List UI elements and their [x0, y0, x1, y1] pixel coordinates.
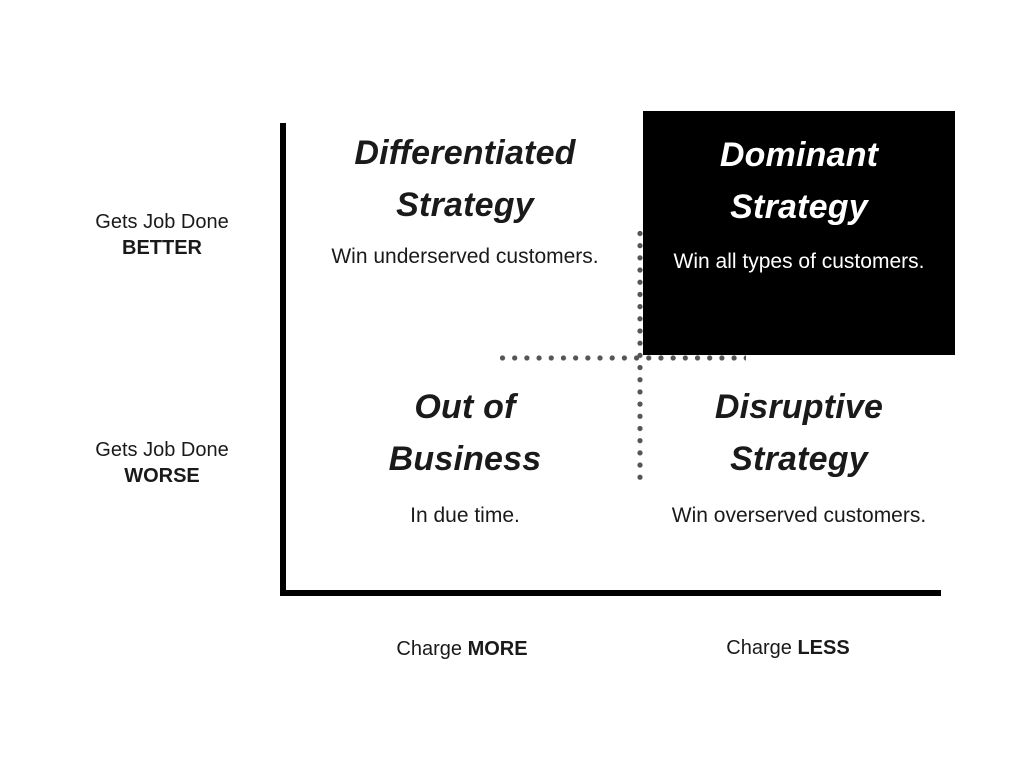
- y-axis-label-worse: Gets Job Done WORSE: [47, 437, 277, 490]
- x-axis-label-charge-more: Charge MORE: [337, 638, 587, 661]
- x-axis-label-charge-less-emphasis: LESS: [797, 637, 850, 659]
- horizontal-dotted-divider: [500, 355, 746, 361]
- y-axis-line: [280, 123, 286, 596]
- vertical-dotted-divider: [637, 231, 643, 481]
- quadrant-title-line1: Differentiated: [354, 134, 576, 172]
- quadrant-title-line1: Dominant: [719, 136, 879, 174]
- quadrant-differentiated-strategy: Differentiated Strategy Win underserved …: [300, 128, 630, 273]
- dominant-quadrant-highlight: [643, 111, 955, 355]
- quadrant-dominant-strategy: Dominant Strategy Win all types of custo…: [648, 130, 950, 278]
- quadrant-title-dominant: Dominant Strategy: [648, 130, 950, 233]
- y-axis-label-worse-emphasis: WORSE: [124, 465, 200, 488]
- x-axis-line: [280, 590, 941, 596]
- quadrant-description-differentiated: Win underserved customers.: [331, 245, 599, 269]
- x-axis-label-charge-more-emphasis: MORE: [467, 638, 528, 660]
- y-axis-label-better-line1: Gets Job Done: [95, 211, 229, 233]
- quadrant-description-dominant: Win all types of customers.: [673, 250, 925, 274]
- x-axis-label-charge-more-prefix: Charge: [396, 638, 468, 660]
- quadrant-title-line2: Strategy: [396, 185, 534, 224]
- quadrant-title-differentiated: Differentiated Strategy: [300, 128, 630, 231]
- quadrant-out-of-business: Out of Business In due time.: [300, 382, 630, 532]
- quadrant-title-line2: Strategy: [730, 439, 868, 478]
- y-axis-label-worse-line1: Gets Job Done: [95, 439, 229, 461]
- quadrant-description-out-of-business: In due time.: [410, 504, 520, 528]
- quadrant-title-disruptive: Disruptive Strategy: [648, 382, 950, 485]
- quadrant-description-disruptive: Win overserved customers.: [671, 504, 927, 528]
- x-axis-label-charge-less-prefix: Charge: [726, 637, 798, 659]
- quadrant-title-line2: Business: [388, 439, 542, 478]
- quadrant-title-out-of-business: Out of Business: [300, 382, 630, 485]
- y-axis-label-better: Gets Job Done BETTER: [47, 209, 277, 262]
- x-axis-label-charge-less: Charge LESS: [663, 637, 913, 660]
- quadrant-title-line2: Strategy: [730, 187, 868, 226]
- quadrant-title-line1: Out of: [414, 388, 516, 426]
- quadrant-disruptive-strategy: Disruptive Strategy Win overserved custo…: [648, 382, 950, 532]
- quadrant-title-line1: Disruptive: [714, 388, 884, 426]
- y-axis-label-better-emphasis: BETTER: [122, 237, 202, 260]
